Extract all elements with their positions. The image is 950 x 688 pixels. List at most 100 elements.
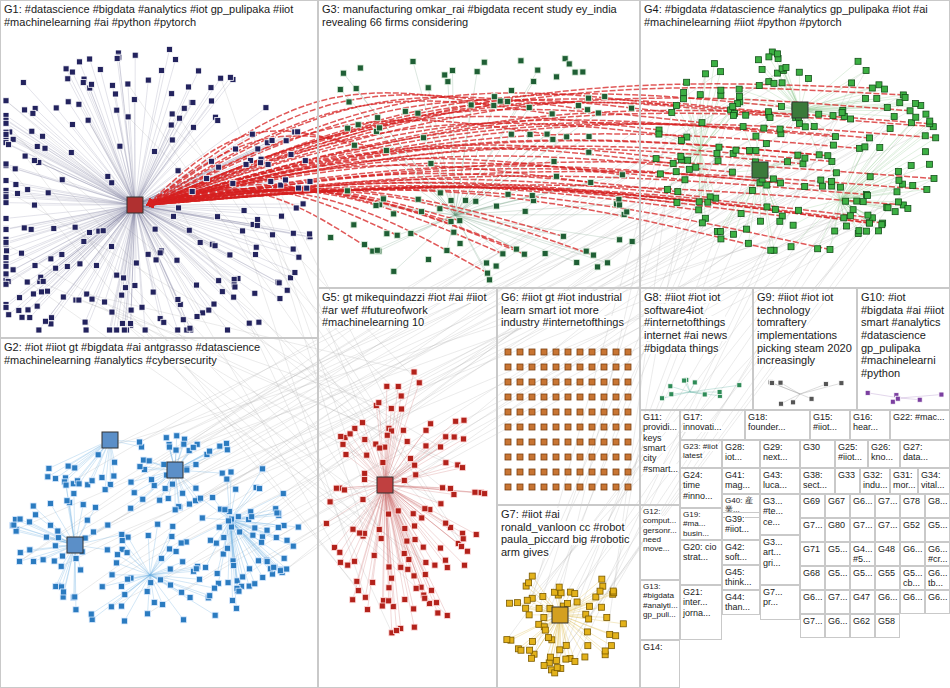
vertex <box>843 198 849 204</box>
vertex <box>222 507 228 513</box>
vertex <box>152 148 158 154</box>
vertex <box>682 177 688 183</box>
vertex <box>761 125 767 131</box>
vertex <box>180 559 186 565</box>
vertex <box>169 137 175 143</box>
vertex <box>923 111 929 117</box>
vertex <box>40 557 46 563</box>
vertex <box>114 327 120 333</box>
vertex <box>34 143 40 149</box>
vertex <box>521 251 527 257</box>
vertex <box>437 545 443 551</box>
vertex <box>849 80 855 86</box>
vertex <box>3 131 9 137</box>
vertex <box>165 495 171 501</box>
vertex <box>162 486 168 492</box>
tie-line <box>667 150 700 189</box>
tie-line <box>117 205 135 330</box>
tie-line <box>23 83 135 205</box>
vertex <box>31 157 37 163</box>
vertex <box>71 491 77 497</box>
vertex <box>3 178 9 184</box>
vertex <box>933 135 939 141</box>
tie-line <box>376 206 455 215</box>
tie-line <box>397 215 455 235</box>
tie-line <box>160 179 762 580</box>
tie-line <box>179 208 380 530</box>
vertex <box>444 247 450 253</box>
vertex <box>249 131 255 137</box>
vertex <box>815 246 821 252</box>
vertex <box>159 67 165 73</box>
tie-line <box>147 158 622 205</box>
tie-line <box>385 485 446 523</box>
vertex <box>63 66 69 72</box>
vertex <box>119 320 125 326</box>
vertex <box>344 188 350 194</box>
vertex <box>198 495 204 501</box>
vertex <box>193 485 199 491</box>
vertex <box>843 223 849 229</box>
vertex <box>145 611 151 617</box>
vertex <box>283 138 289 144</box>
vertex <box>167 566 173 572</box>
vertex <box>656 131 662 137</box>
tie-line <box>135 205 256 247</box>
tie-line <box>135 205 142 307</box>
vertex <box>259 466 265 472</box>
vertex <box>771 80 777 86</box>
tie-line <box>840 136 925 200</box>
vertex <box>189 189 195 195</box>
vertex <box>123 285 129 291</box>
vertex <box>278 213 284 219</box>
tie-line <box>700 74 706 150</box>
vertex <box>59 252 65 258</box>
vertex <box>69 122 75 128</box>
vertex <box>353 86 359 92</box>
tie-line <box>83 83 135 205</box>
vertex <box>241 207 247 213</box>
vertex <box>595 110 601 116</box>
tie-line <box>385 485 485 494</box>
vertex <box>104 547 110 553</box>
vertex <box>175 296 181 302</box>
tie-line <box>122 540 150 575</box>
vertex <box>95 452 101 458</box>
vertex <box>362 594 368 600</box>
vertex <box>604 260 610 266</box>
vertex <box>678 154 684 160</box>
vertex <box>144 588 150 594</box>
vertex <box>400 427 406 433</box>
vertex <box>718 87 724 93</box>
vertex <box>109 82 115 88</box>
tie-line <box>6 205 135 239</box>
vertex <box>122 592 128 598</box>
vertex <box>307 178 313 184</box>
vertex <box>259 539 265 545</box>
tie-line <box>800 384 826 394</box>
vertex <box>619 172 625 178</box>
vertex <box>863 228 869 234</box>
vertex <box>586 134 592 140</box>
tie-line <box>340 485 385 552</box>
tie-line <box>243 231 366 597</box>
vertex <box>340 441 346 447</box>
vertex <box>190 99 196 105</box>
vertex <box>114 55 120 61</box>
vertex <box>805 75 811 81</box>
vertex <box>818 177 824 183</box>
vertex <box>47 501 53 507</box>
vertex <box>500 251 506 257</box>
vertex <box>505 99 511 105</box>
vertex <box>553 74 559 80</box>
tie-line <box>34 205 135 206</box>
vertex <box>743 226 749 232</box>
vertex <box>481 59 487 65</box>
vertex <box>175 168 181 174</box>
tie-line <box>678 150 700 192</box>
vertex <box>292 270 298 276</box>
tie-line <box>230 469 262 520</box>
vertex <box>19 314 25 320</box>
vertex <box>145 532 151 538</box>
tie-line <box>670 386 690 392</box>
